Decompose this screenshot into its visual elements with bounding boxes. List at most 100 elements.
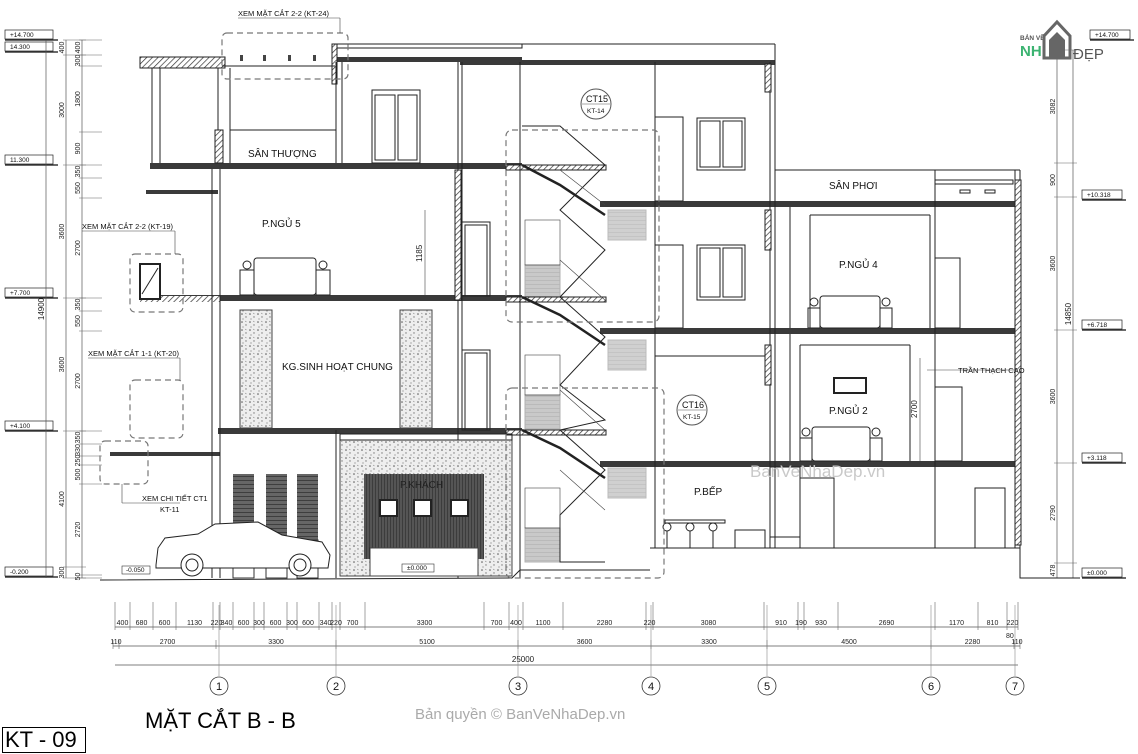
logo-line2b: ĐẸP: [1073, 46, 1104, 63]
level-marker-label: ±0.000: [1087, 570, 1107, 577]
callout-ct16-sheet: KT-15: [683, 414, 701, 421]
grid-axis-label: 1: [216, 681, 222, 693]
right-dim-value: 3600: [1050, 256, 1057, 272]
right-dim-value: 2790: [1050, 505, 1057, 521]
level-marker-label: +6.718: [1087, 322, 1107, 329]
dim-row1-value: 3080: [701, 620, 717, 627]
left-inner-dim-value: 350: [75, 166, 82, 178]
note-section-kt20: XEM MẶT CẮT 1-1 (KT-20): [88, 349, 179, 358]
grid-axis-label: 3: [515, 681, 521, 693]
callout-ct16-code: CT16: [682, 400, 704, 410]
car-drawing: [155, 521, 331, 577]
dim-row1-value: 700: [347, 620, 359, 627]
dim-row2-value: 5100: [419, 639, 435, 646]
dim-row2-value: 2700: [160, 639, 176, 646]
room-label-p-ngu-5: P.NGỦ 5: [262, 217, 301, 230]
dim-row1-value: 600: [270, 620, 282, 627]
level-markers-right: +14.700+10.318+6.718+3.118±0.000: [1081, 29, 1134, 579]
stone-column-right: [399, 309, 433, 429]
room-label-kg-sinh-hoat: KG.SINH HOẠT CHUNG: [282, 362, 393, 373]
right-total-value: 14850: [1064, 302, 1073, 325]
level-tag-living: ±0.000: [407, 565, 427, 572]
left-mid-dim-value: 300: [59, 567, 66, 579]
dim-row1-value: 600: [302, 620, 314, 627]
left-inner-dim-value: 350: [75, 299, 82, 311]
logo-line1: BẢN VẼ: [1020, 33, 1045, 42]
left-mid-dim-value: 3600: [59, 357, 66, 373]
dim-row2-extra: 80: [1006, 633, 1014, 640]
level-tag-garage: -0.050: [126, 567, 145, 574]
left-inner-dim-value: 2700: [75, 373, 82, 389]
note-section-kt19: XEM MẶT CẮT 2-2 (KT-19): [82, 222, 173, 231]
level-marker-label: +7.700: [10, 290, 30, 297]
roof-slab-right: [460, 60, 775, 65]
dim-row1-value: 930: [815, 620, 827, 627]
dim-row1-value: 220: [1007, 620, 1019, 627]
staircase: [521, 125, 647, 563]
left-mid-dim-value: 3600: [59, 224, 66, 240]
dim-row2-value: 2280: [965, 639, 981, 646]
right-dim-value: 900: [1050, 174, 1057, 186]
note-section-kt24: XEM MẶT CẮT 2-2 (KT-24): [238, 9, 329, 18]
dim-row2-value: 3300: [268, 639, 284, 646]
ground-line-right: [650, 547, 1080, 579]
dim-total-value: 25000: [512, 655, 535, 664]
dim-row1-value: 1130: [187, 620, 202, 627]
left-total-value: 14900: [37, 297, 46, 320]
dim-row1-value: 2280: [597, 620, 613, 627]
grid-axis-label: 4: [648, 681, 654, 693]
grid-axis-label: 5: [764, 681, 770, 693]
dim-row1-value: 600: [238, 620, 250, 627]
dim-row2-value: 110: [110, 639, 121, 646]
level-marker-box: [1081, 452, 1123, 463]
vertical-dimensions: 1490040030003600360041003004003001800900…: [37, 39, 1077, 580]
watermark-text: BanVeNhaDep.vn: [750, 462, 885, 481]
level-marker-label: +3.118: [1087, 455, 1107, 462]
left-inner-dim-value: 1800: [75, 91, 82, 107]
dim-row1-value: 680: [136, 620, 148, 627]
floor-slab-3118: [600, 461, 1020, 467]
dim-row2-value: 3300: [701, 639, 717, 646]
dim-row1-value: 1170: [949, 620, 964, 627]
dim-row1-value: 220: [211, 620, 223, 627]
left-inner-dim-value: 550: [75, 182, 82, 194]
left-inner-dim-value: 400: [75, 42, 82, 54]
windows: [371, 89, 1006, 549]
room-label-san-phoi: SÂN PHƠI: [829, 179, 878, 192]
room-label-p-ngu-4: P.NGỦ 4: [839, 258, 878, 271]
stone-column-left: [239, 309, 273, 429]
floor-slab-4100: [218, 428, 522, 434]
roof-slab-top: [332, 57, 522, 62]
level-marker-label: +14.700: [10, 32, 34, 39]
roof-slab-left: [139, 56, 226, 69]
level-marker-label: 11.300: [10, 157, 30, 164]
level-marker-box: [4, 287, 54, 298]
grid-axis-label: 7: [1012, 681, 1018, 693]
annotation-notes: XEM MẶT CẮT 2-2 (KT-24) XEM MẶT CẮT 2-2 …: [82, 9, 1025, 575]
grid-axis-label: 6: [928, 681, 934, 693]
kitchen-stools: [662, 522, 718, 548]
level-marker-box: [4, 29, 54, 40]
floor-slab-10318: [600, 201, 1020, 207]
room-label-san-thuong: SÂN THƯỢNG: [248, 147, 317, 160]
floor-slab-6718: [600, 328, 1020, 334]
left-inner-dim-value: 250: [75, 455, 82, 467]
dim-2700: 2700: [910, 400, 919, 418]
callout-ct15-code: CT15: [586, 94, 608, 104]
left-inner-dim-value: 300: [75, 55, 82, 67]
dim-row1-value: 220: [644, 620, 656, 627]
left-inner-dim-value: 2720: [75, 522, 82, 538]
callout-ct16[interactable]: CT16 KT-15: [676, 394, 708, 426]
dim-row1-value: 400: [510, 620, 522, 627]
dim-row1-value: 700: [491, 620, 503, 627]
level-marker-box: [1081, 319, 1123, 330]
callout-ct15[interactable]: CT15 KT-14: [580, 88, 612, 120]
dim-row1-value: 300: [253, 620, 265, 627]
left-inner-dim-value: 900: [75, 143, 82, 155]
dim-1185: 1185: [415, 244, 424, 262]
grid-axis-bubble: [757, 676, 777, 696]
detail-callout-boxes: [99, 32, 665, 579]
right-dim-value: 478: [1050, 565, 1057, 577]
